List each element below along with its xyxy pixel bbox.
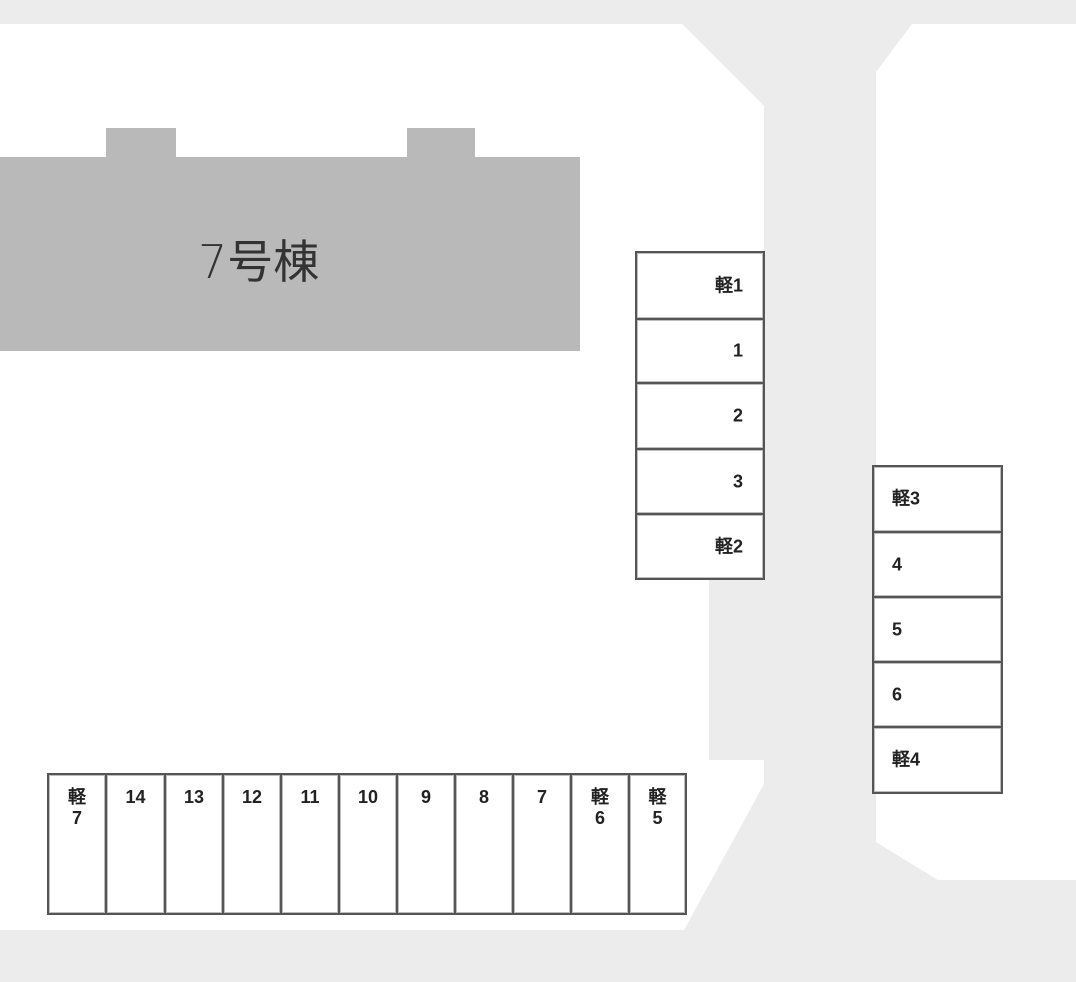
stall-label: 6	[892, 684, 903, 705]
building-label: 7号棟	[198, 235, 320, 289]
parking-stall-8[interactable]: 8	[454, 773, 514, 915]
walkway-strip	[709, 580, 764, 760]
stall-label: 軽3	[892, 488, 921, 509]
parking-stall-12[interactable]: 12	[222, 773, 282, 915]
stall-label: 8	[478, 787, 489, 807]
parking-stall-k6[interactable]: 軽 6	[570, 773, 630, 915]
building-7	[0, 157, 580, 351]
parking-stall-k4[interactable]: 軽4	[872, 726, 1003, 794]
stall-label: 軽 6	[591, 787, 609, 828]
building-entrance-right	[407, 128, 475, 158]
parking-stall-9[interactable]: 9	[396, 773, 456, 915]
parking-stall-2[interactable]: 2	[635, 382, 765, 450]
parking-stall-k1[interactable]: 軽1	[635, 251, 765, 320]
stall-label: 5	[892, 619, 903, 640]
parking-stall-5[interactable]: 5	[872, 596, 1003, 663]
stall-label: 10	[357, 787, 379, 807]
stall-label: 軽 7	[68, 787, 86, 828]
stall-label: 軽 5	[648, 787, 667, 828]
stall-label: 7	[536, 787, 547, 807]
stall-label: 3	[732, 471, 743, 492]
stall-label: 軽1	[714, 275, 743, 296]
stall-label: 軽2	[714, 536, 743, 557]
stall-label: 9	[420, 787, 431, 807]
stall-label: 1	[732, 340, 743, 361]
parking-stall-11[interactable]: 11	[280, 773, 340, 915]
parking-stall-1[interactable]: 1	[635, 318, 765, 384]
parking-stall-6[interactable]: 6	[872, 661, 1003, 728]
stall-label: 12	[241, 787, 263, 807]
building-entrance-left	[106, 128, 176, 158]
parking-stall-3[interactable]: 3	[635, 448, 765, 515]
parking-stall-13[interactable]: 13	[164, 773, 224, 915]
parking-stall-k5[interactable]: 軽 5	[628, 773, 687, 915]
parking-stall-4[interactable]: 4	[872, 531, 1003, 598]
stall-label: 14	[125, 787, 146, 807]
parking-stall-k3[interactable]: 軽3	[872, 465, 1003, 533]
parking-stall-k7[interactable]: 軽 7	[47, 773, 107, 915]
stall-label: 4	[892, 554, 903, 575]
parking-stall-10[interactable]: 10	[338, 773, 398, 915]
parking-stall-14[interactable]: 14	[105, 773, 166, 915]
stall-label: 11	[300, 787, 320, 807]
stall-label: 軽4	[892, 749, 921, 770]
stall-label: 2	[732, 405, 743, 426]
parking-stall-7[interactable]: 7	[512, 773, 572, 915]
parking-stall-k2[interactable]: 軽2	[635, 513, 765, 580]
stall-label: 13	[183, 787, 205, 807]
